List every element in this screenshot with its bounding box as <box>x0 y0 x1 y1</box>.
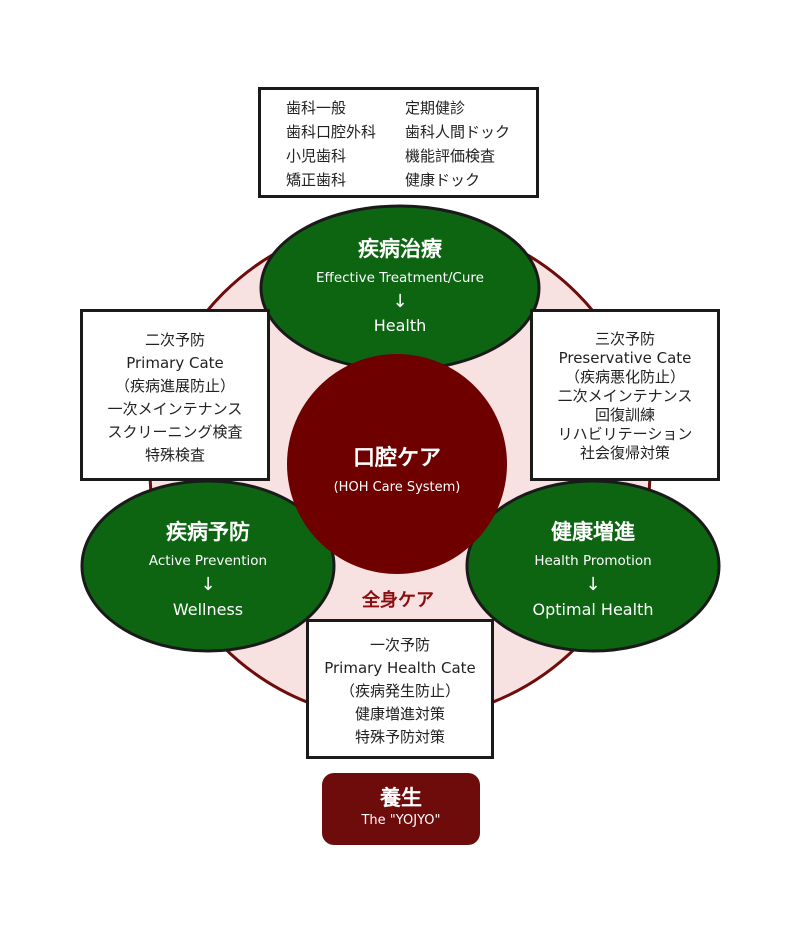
promotion-subtitle: Health Promotion <box>534 553 651 569</box>
services-column-right: 定期健診 歯科人間ドック 機能評価検査 健康ドック <box>405 96 510 192</box>
tertiary-prevention-box: 三次予防 Preservative Cate （疾病悪化防止） 二次メインテナン… <box>530 309 720 481</box>
box-line: 健康増進対策 <box>354 705 445 723</box>
treatment-arrow: ↓ <box>392 291 407 312</box>
oral-care-circle <box>287 354 507 574</box>
box-line: （疾病進展防止） <box>114 377 235 395</box>
yojyo-badge: 養生 The "YOJYO" <box>322 773 480 845</box>
service-item: 歯科人間ドック <box>405 123 511 141</box>
service-item: 歯科一般 <box>286 99 347 117</box>
promotion-arrow: ↓ <box>585 574 600 595</box>
promotion-title: 健康増進 <box>551 520 635 544</box>
box-line: 三次予防 <box>594 330 655 348</box>
yojyo-title: 養生 <box>380 786 422 810</box>
box-line: リハビリテーション <box>557 425 693 443</box>
treatment-title: 疾病治療 <box>358 237 443 261</box>
treatment-subtitle: Effective Treatment/Cure <box>316 270 484 286</box>
prevention-arrow: ↓ <box>200 574 215 595</box>
center-title: 口腔ケア <box>353 445 441 471</box>
box-line: 特殊検査 <box>144 446 205 464</box>
prevention-subtitle: Active Prevention <box>149 553 267 569</box>
service-item: 矯正歯科 <box>286 171 347 189</box>
prevention-title: 疾病予防 <box>166 520 250 544</box>
service-item: 歯科口腔外科 <box>286 123 377 141</box>
box-line: 特殊予防対策 <box>354 728 445 746</box>
primary-prevention-box: 一次予防 Primary Health Cate （疾病発生防止） 健康増進対策… <box>306 619 494 759</box>
yojyo-subtitle: The "YOJYO" <box>361 813 441 828</box>
service-item: 定期健診 <box>405 99 466 117</box>
box-line: 一次メインテナンス <box>107 400 243 418</box>
treatment-ellipse <box>259 204 541 372</box>
box-line: Primary Health Cate <box>324 659 476 677</box>
center-subtitle: (HOH Care System) <box>334 480 461 495</box>
box-line: Primary Cate <box>126 354 224 372</box>
promotion-ellipse <box>465 479 721 653</box>
promotion-goal: Optimal Health <box>533 600 654 619</box>
box-line: スクリーニング検査 <box>107 423 243 441</box>
treatment-goal: Health <box>374 316 427 335</box>
secondary-prevention-box: 二次予防 Primary Cate （疾病進展防止） 一次メインテナンス スクリ… <box>80 309 270 481</box>
service-item: 小児歯科 <box>286 147 347 165</box>
service-item: 機能評価検査 <box>405 147 496 165</box>
dental-services-box: 歯科一般 歯科口腔外科 小児歯科 矯正歯科 定期健診 歯科人間ドック 機能評価検… <box>258 87 539 198</box>
box-line: 二次メインテナンス <box>557 387 693 405</box>
box-line: 一次予防 <box>369 636 430 654</box>
box-line: Preservative Cate <box>558 349 692 367</box>
service-item: 健康ドック <box>405 171 481 189</box>
prevention-ellipse <box>80 479 336 653</box>
box-line: 二次予防 <box>144 331 205 349</box>
box-line: 回復訓練 <box>594 406 655 424</box>
box-line: 社会復帰対策 <box>579 444 670 462</box>
box-line: （疾病発生防止） <box>339 682 460 700</box>
whole-body-label: 全身ケア <box>361 589 434 611</box>
prevention-goal: Wellness <box>173 600 243 619</box>
services-column-left: 歯科一般 歯科口腔外科 小児歯科 矯正歯科 <box>286 96 376 192</box>
box-line: （疾病悪化防止） <box>564 368 685 386</box>
